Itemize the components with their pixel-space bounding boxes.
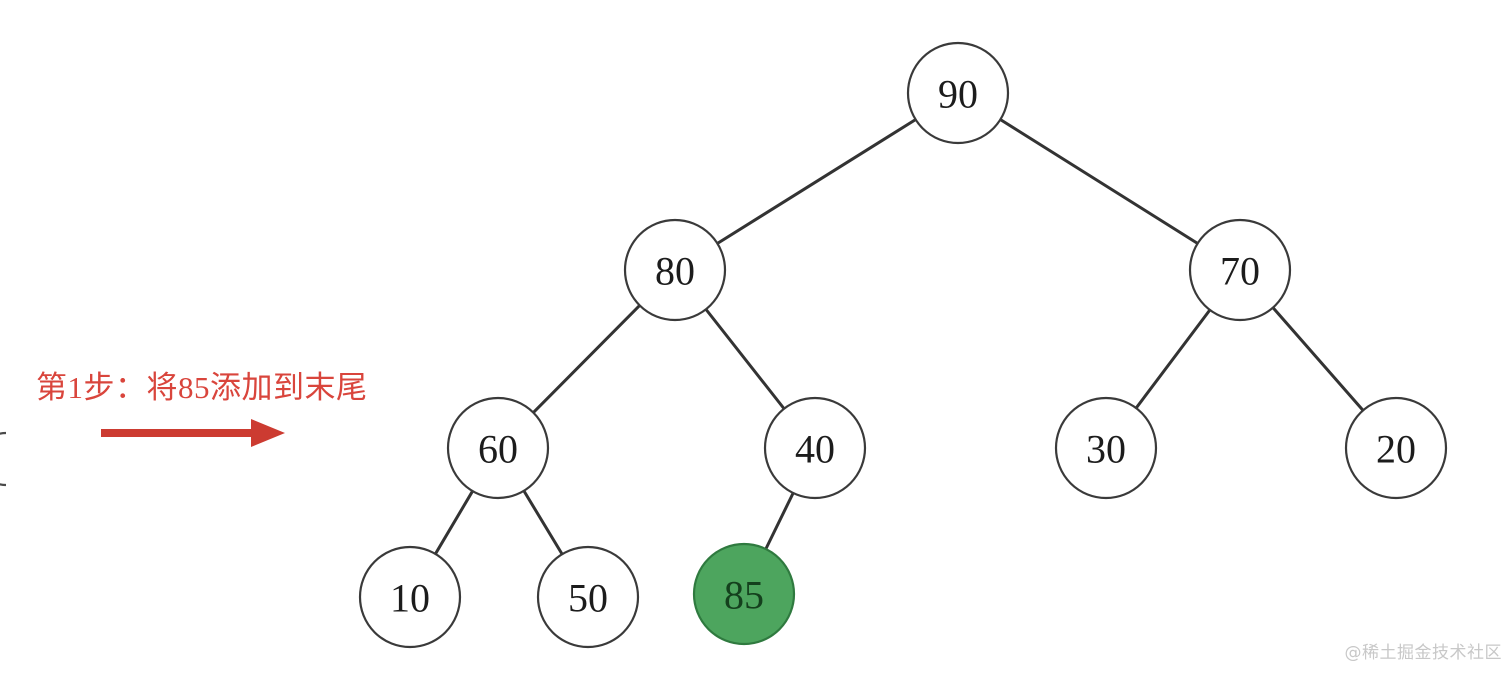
node-circle-10 <box>358 545 462 649</box>
tree-edge-80-40 <box>703 307 787 411</box>
node-label-40: 40 <box>795 427 835 472</box>
node-circle-70 <box>1188 218 1292 322</box>
tree-edge-60-10 <box>433 488 475 557</box>
node-label-30: 30 <box>1086 427 1126 472</box>
tree-edge-60-50 <box>521 488 565 557</box>
nodes-layer: 90 80 70 60 40 30 20 10 50 85 <box>358 41 1448 649</box>
node-label-50: 50 <box>568 576 608 621</box>
step-caption: 第1步：将85添加到末尾 <box>36 370 368 405</box>
tree-node-85[interactable]: 85 <box>692 542 796 646</box>
arrow-head <box>251 419 285 447</box>
cropped-node-left <box>0 431 7 487</box>
right-arrow-icon <box>101 418 291 448</box>
tree-edge-80-60 <box>531 303 642 415</box>
tree-edge-40-85 <box>763 490 796 552</box>
watermark-text: @稀土掘金技术社区 <box>1344 643 1502 663</box>
node-circle-50 <box>536 545 640 649</box>
tree-edge-90-80 <box>715 117 918 246</box>
tree-node-20[interactable]: 20 <box>1344 396 1448 500</box>
node-label-20: 20 <box>1376 427 1416 472</box>
node-label-60: 60 <box>478 427 518 472</box>
node-circle-40 <box>763 396 867 500</box>
tree-node-10[interactable]: 10 <box>358 545 462 649</box>
edges-layer <box>433 117 1366 557</box>
node-circle-30 <box>1054 396 1158 500</box>
tree-edge-70-20 <box>1270 305 1366 413</box>
arrow-shaft <box>101 429 256 437</box>
node-label-10: 10 <box>390 576 430 621</box>
node-circle-60 <box>446 396 550 500</box>
node-circle-80 <box>623 218 727 322</box>
tree-node-90[interactable]: 90 <box>906 41 1010 145</box>
tree-node-50[interactable]: 50 <box>536 545 640 649</box>
tree-node-80[interactable]: 80 <box>623 218 727 322</box>
node-circle-85 <box>692 542 796 646</box>
node-circle-90 <box>906 41 1010 145</box>
tree-node-40[interactable]: 40 <box>763 396 867 500</box>
tree-node-70[interactable]: 70 <box>1188 218 1292 322</box>
node-label-80: 80 <box>655 249 695 294</box>
tree-node-60[interactable]: 60 <box>446 396 550 500</box>
tree-node-30[interactable]: 30 <box>1054 396 1158 500</box>
node-label-90: 90 <box>938 72 978 117</box>
node-label-70: 70 <box>1220 249 1260 294</box>
tree-edge-90-70 <box>998 117 1200 246</box>
node-label-85: 85 <box>724 573 764 618</box>
node-circle-20 <box>1344 396 1448 500</box>
tree-edge-70-30 <box>1134 307 1212 411</box>
